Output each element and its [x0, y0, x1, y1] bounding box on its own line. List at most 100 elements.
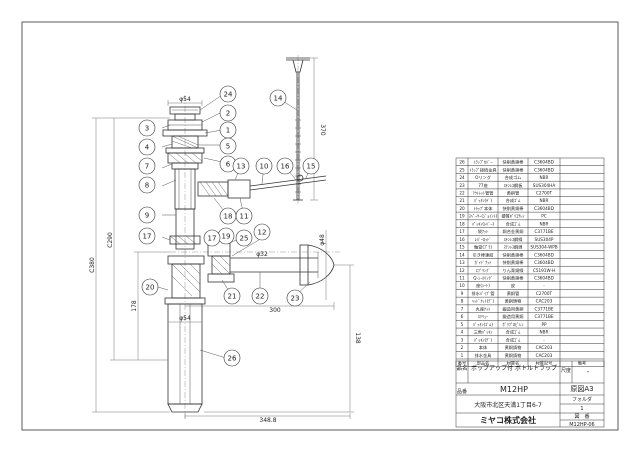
svg-text:13: 13	[237, 163, 246, 171]
table-cell: CAC203	[536, 353, 553, 358]
table-cell: CAC203	[536, 299, 553, 304]
dim-height-c290: C290	[107, 232, 114, 248]
table-cell: ｽﾃﾝﾚｽ鋼線	[504, 244, 524, 251]
table-cell: C3771BE	[534, 306, 553, 311]
table-row-number: 9	[461, 291, 464, 296]
table-cell: 皮	[511, 282, 515, 289]
table-row-number: 20	[459, 206, 465, 211]
table-cell: 合成ゴム	[505, 174, 522, 181]
callout-balloon: 11	[235, 207, 253, 225]
svg-text:19: 19	[222, 233, 231, 241]
table-cell: 黄銅管	[507, 189, 520, 196]
dim-width-348: 348.8	[259, 417, 276, 424]
table-cell: C5191W-H	[533, 268, 555, 273]
svg-text:1: 1	[226, 127, 230, 135]
svg-text:7: 7	[145, 163, 149, 171]
table-cell: Q-ｼｰﾙﾘﾝｸﾞ	[473, 276, 493, 281]
table-cell: 排水ﾊﾟｲﾌﾟ管	[471, 290, 494, 297]
title-name-value: ポップアップ付 ボトルトラップ	[471, 364, 557, 372]
table-cell: 三角ﾊﾟｯｷﾝ	[474, 329, 493, 336]
callout-balloon: 14	[269, 89, 287, 107]
table-cell: C3604BD	[534, 206, 554, 211]
table-cell: Oリング	[475, 174, 491, 181]
svg-text:5: 5	[226, 143, 230, 151]
table-cell: C3604BD	[534, 260, 554, 265]
callout-balloon: 3	[138, 119, 156, 137]
svg-text:11: 11	[240, 213, 249, 221]
title-folder-label: フォルダ	[572, 396, 592, 403]
svg-text:18: 18	[224, 213, 233, 221]
table-cell: 黄銅鋳物	[505, 298, 522, 305]
table-cell: 77座	[478, 182, 488, 189]
table-row-number: 11	[459, 276, 465, 281]
table-row-number: 22	[459, 190, 465, 195]
table-cell: C3604BD	[534, 160, 554, 165]
title-block: 品名 ポップアップ付 ボトルトラップ 尺度 - 品番 M12HP 原図A3 大阪…	[455, 360, 605, 428]
title-folder-value: 1	[580, 406, 583, 412]
dim-overall-height: C380	[89, 257, 96, 273]
callout-balloon: 5	[219, 137, 237, 155]
table-cell: 黄銅管	[507, 290, 520, 297]
table-header-cell: 材質名	[507, 360, 520, 367]
dim-pipe-diameter: φ32	[256, 251, 268, 258]
table-cell: NBR	[540, 330, 549, 335]
table-row-number: 23	[459, 183, 465, 188]
table-cell: ｶﾞｲﾄﾞﾅｯﾄ	[475, 260, 492, 266]
table-cell: 排水金具	[475, 352, 493, 359]
svg-text:25: 25	[240, 235, 249, 243]
table-header-cell: 備考	[578, 360, 586, 367]
table-cell: CAC203	[536, 345, 553, 350]
title-name-label: 品名	[456, 364, 467, 372]
dim-bottom-diameter: φ54	[179, 315, 191, 322]
callout-balloon: 26	[223, 349, 241, 367]
table-row-number: 6	[461, 314, 464, 319]
svg-text:16: 16	[281, 163, 290, 171]
svg-text:17: 17	[208, 235, 217, 243]
dim-rod-length: 370	[319, 124, 326, 136]
table-cell: PC	[541, 214, 547, 219]
table-cell: 合成ｺﾞﾑ	[506, 329, 521, 336]
table-cell: ﾊﾟｯｷﾝ(ﾚﾊﾞｰ)	[472, 220, 494, 226]
svg-text:10: 10	[260, 163, 269, 171]
table-cell: りん青銅線	[503, 267, 525, 274]
table-row-number: 16	[459, 237, 465, 242]
table-row-number: 17	[459, 229, 465, 234]
callout-balloon: 13	[232, 157, 250, 175]
callout-balloon: 6	[219, 155, 237, 173]
callout-balloon: 19	[217, 227, 235, 245]
callout-balloon: 25	[235, 229, 253, 247]
table-cell: ﾎﾟﾘﾌﾟﾛﾋﾟﾚﾝ	[503, 321, 524, 328]
table-cell: SUS304P	[535, 237, 554, 242]
table-cell: NBR	[540, 221, 549, 226]
callout-balloon: 17	[138, 227, 156, 245]
table-cell: ｱｳﾄﾚｯﾄ管管	[473, 189, 494, 196]
table-cell: -	[543, 337, 545, 342]
table-row-number: 1	[461, 353, 464, 358]
table-cell: ﾚﾊﾞｰﾛｯﾄﾞ	[475, 237, 492, 242]
table-cell: C3604BD	[534, 167, 554, 172]
callout-balloon: 21	[223, 287, 241, 305]
table-cell: ｽﾃﾝﾚｽ鋼線	[504, 236, 524, 243]
table-row-number: 24	[459, 175, 465, 180]
table-cell: C3604BD	[534, 252, 554, 257]
svg-text:17: 17	[143, 233, 152, 241]
table-cell: 黄銅鋳物	[505, 344, 522, 351]
table-cell: ｽﾌﾟﾘﾝｸﾞ	[476, 267, 491, 274]
table-cell: 鍛造用黄銅	[503, 313, 524, 320]
table-row-number: 10	[459, 283, 465, 288]
table-cell: ﾊﾟｯｷﾝ(ﾃﾞ)	[474, 197, 492, 204]
table-cell: C3771BE	[534, 229, 553, 234]
table-cell: 軸受(ﾌﾟﾗ)	[474, 244, 492, 251]
callout-balloon: 10	[255, 157, 273, 175]
table-row-number: 25	[459, 167, 465, 172]
table-row-number: 2	[461, 345, 464, 350]
svg-text:4: 4	[145, 144, 150, 152]
dim-width-300: 300	[269, 307, 281, 314]
table-cell: C3604BD	[534, 276, 554, 281]
svg-text:2: 2	[226, 110, 230, 118]
table-cell: ｽｸﾘｭｰ	[478, 314, 488, 320]
table-cell: 快削黄銅棒	[503, 259, 525, 266]
svg-text:12: 12	[258, 229, 267, 237]
table-cell: ﾄﾗｯﾌﾟ接続金具	[469, 166, 497, 173]
